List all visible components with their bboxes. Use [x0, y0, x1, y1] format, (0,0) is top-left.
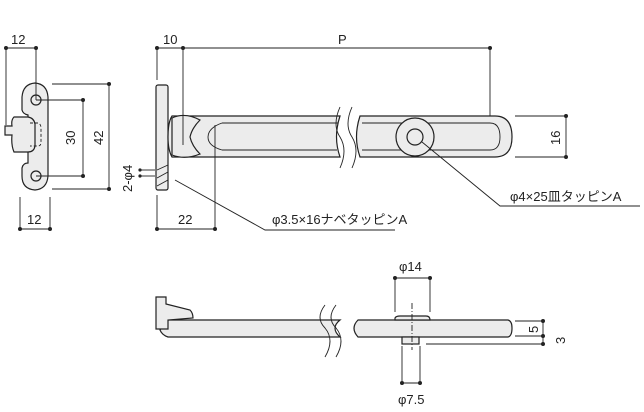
- hook: [155, 296, 194, 330]
- side-view: 10 P 16 22 2-φ4 φ3.5×16ナベタッピンA φ4×25皿タッピ…: [120, 32, 640, 231]
- dim-hole-pitch: 30: [63, 131, 78, 145]
- front-view: 12 12 30 42: [4, 32, 111, 231]
- screw-head-profile: [394, 315, 431, 321]
- dim-arm-width: 16: [548, 131, 563, 145]
- dim-hole-position: 22: [178, 212, 192, 227]
- base-plate: [155, 84, 169, 191]
- bottom-view: φ14 φ7.5 5 3: [155, 259, 568, 407]
- arm-bottom: [159, 319, 342, 338]
- dim-top-width: 12: [11, 32, 25, 47]
- hinge-socket: [171, 114, 202, 158]
- dim-thickness: 5: [526, 326, 541, 333]
- label-screw-small: φ3.5×16ナベタッピンA: [272, 212, 408, 227]
- knob: [4, 116, 36, 153]
- dim-boss-diameter: φ7.5: [398, 392, 425, 407]
- dim-head-diameter: φ14: [399, 259, 422, 274]
- dim-offset: 10: [163, 32, 177, 47]
- screw-slot: [406, 128, 424, 146]
- dim-length: P: [338, 32, 347, 47]
- dim-holes: 2-φ4: [120, 165, 135, 192]
- dim-height: 42: [91, 131, 106, 145]
- label-screw-large: φ4×25皿タッピンA: [510, 189, 622, 204]
- dim-boss-height: 3: [553, 337, 568, 344]
- arm: [167, 115, 341, 158]
- boss: [401, 336, 420, 345]
- dim-bottom-width: 12: [27, 212, 41, 227]
